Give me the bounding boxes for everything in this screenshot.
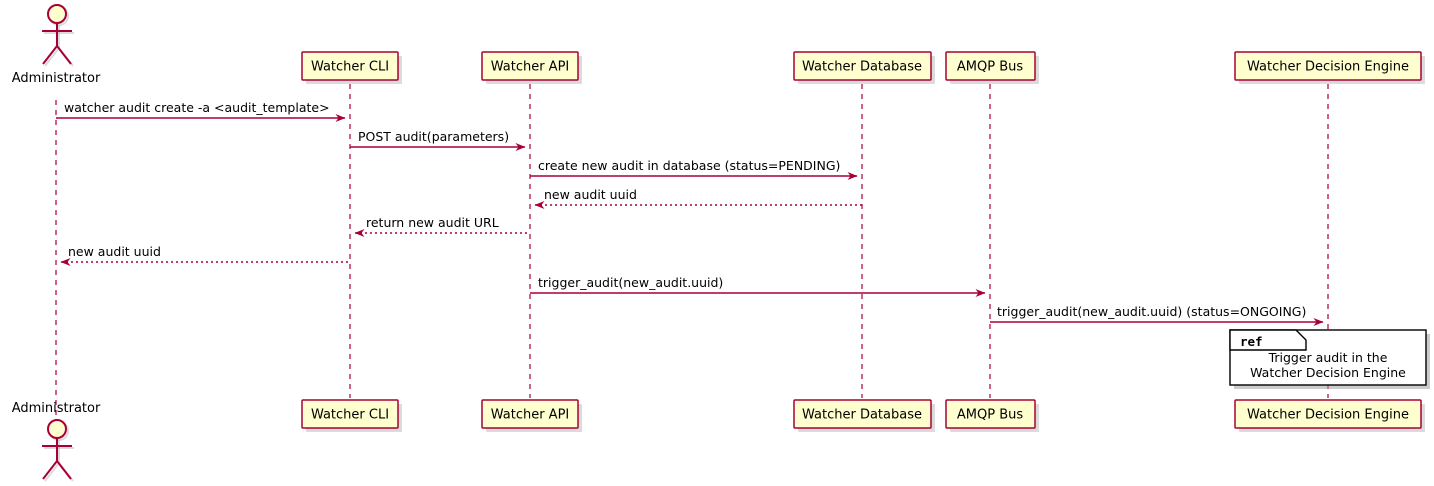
message-label: POST audit(parameters) (358, 129, 509, 144)
message-2-post-audit[interactable]: POST audit(parameters) (350, 129, 526, 151)
participant-box-cli-bottom[interactable]: Watcher CLI (301, 399, 402, 432)
message-7-trigger-audit[interactable]: trigger_audit(new_audit.uuid) (530, 275, 986, 297)
participant-label-amqp: AMQP Bus (957, 60, 1023, 75)
actor-head-icon (47, 4, 67, 24)
message-label: return new audit URL (366, 215, 499, 230)
message-5-return-new-audit-url[interactable]: return new audit URL (354, 215, 530, 237)
message-label: trigger_audit(new_audit.uuid) (status=ON… (997, 304, 1306, 319)
actor-administrator-bottom[interactable]: Administrator (12, 401, 101, 482)
participant-box-engine-bottom[interactable]: Watcher Decision Engine (1234, 399, 1425, 432)
participant-box-amqp-bottom[interactable]: AMQP Bus (945, 399, 1039, 432)
participant-box-engine-top[interactable]: Watcher Decision Engine (1234, 51, 1425, 84)
lifelines (55, 84, 1329, 430)
participant-box-cli-top[interactable]: Watcher CLI (301, 51, 402, 84)
participant-label-amqp: AMQP Bus (957, 408, 1023, 423)
message-label: watcher audit create -a <audit_template> (64, 100, 330, 115)
participant-box-amqp-top[interactable]: AMQP Bus (945, 51, 1039, 84)
actor-head-icon (47, 419, 67, 439)
participant-label-engine: Watcher Decision Engine (1247, 60, 1409, 75)
participant-box-api-top[interactable]: Watcher API (481, 51, 582, 84)
message-8-trigger-audit-ongoing[interactable]: trigger_audit(new_audit.uuid) (status=ON… (990, 304, 1324, 326)
participant-label-engine: Watcher Decision Engine (1247, 408, 1409, 423)
ref-fragment[interactable]: ref Trigger audit in the Watcher Decisio… (1229, 329, 1430, 389)
participant-box-db-top[interactable]: Watcher Database (793, 51, 935, 84)
ref-tab-label: ref (1240, 334, 1263, 349)
participant-label-api: Watcher API (491, 408, 570, 423)
participant-label-api: Watcher API (491, 60, 570, 75)
actor-leg-left-icon (42, 45, 58, 65)
ref-body-line-1: Trigger audit in the (1268, 350, 1388, 365)
participant-label-db: Watcher Database (802, 60, 922, 75)
actor-leg-right-icon (56, 460, 72, 480)
message-4-new-audit-uuid-db-to-api[interactable]: new audit uuid (534, 187, 862, 209)
message-label: create new audit in database (status=PEN… (538, 158, 840, 173)
actor-administrator-top[interactable]: Administrator (12, 4, 101, 86)
participant-label-db: Watcher Database (802, 408, 922, 423)
actor-label-top: Administrator (12, 71, 101, 86)
message-3-create-new-audit[interactable]: create new audit in database (status=PEN… (530, 158, 858, 180)
actor-leg-right-icon (56, 45, 72, 65)
message-label: trigger_audit(new_audit.uuid) (538, 275, 723, 290)
participant-label-cli: Watcher CLI (311, 408, 389, 423)
message-6-new-audit-uuid-cli-to-admin[interactable]: new audit uuid (60, 244, 350, 266)
ref-body-line-2: Watcher Decision Engine (1250, 365, 1406, 380)
actor-leg-left-icon (42, 460, 58, 480)
participant-box-db-bottom[interactable]: Watcher Database (793, 399, 935, 432)
actor-label-bottom: Administrator (12, 401, 101, 416)
message-label: new audit uuid (68, 244, 161, 259)
participant-label-cli: Watcher CLI (311, 60, 389, 75)
participant-box-api-bottom[interactable]: Watcher API (481, 399, 582, 432)
message-1-watcher-audit-create[interactable]: watcher audit create -a <audit_template> (56, 100, 346, 122)
message-label: new audit uuid (544, 187, 637, 202)
